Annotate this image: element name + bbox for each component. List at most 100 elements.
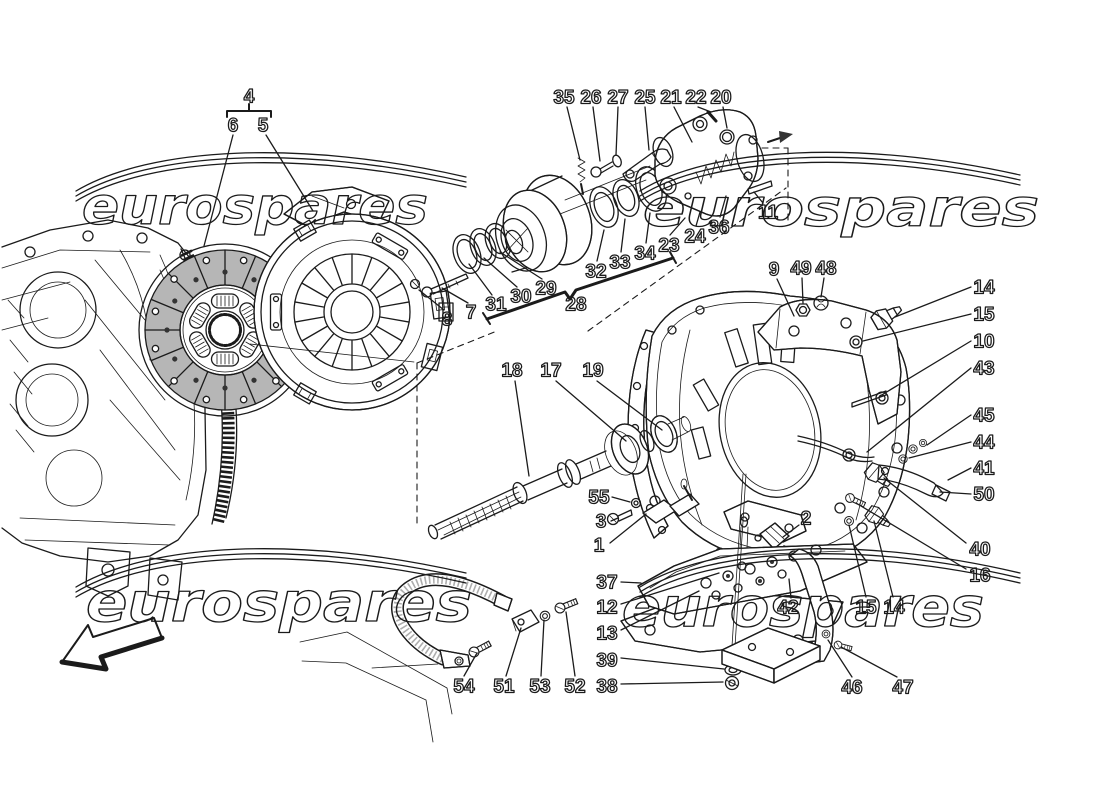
part-callout-32-17[interactable]: 32: [585, 261, 607, 283]
leader-line-6-1: [203, 134, 234, 247]
part-callout-29-15[interactable]: 29: [535, 278, 557, 300]
leader-line-15-27: [862, 313, 972, 342]
leader-line-34-19: [645, 212, 651, 244]
leader-line-40-34: [883, 477, 967, 544]
part-callout-37-43[interactable]: 37: [596, 572, 618, 594]
leader-line-37-43: [620, 581, 642, 584]
leader-line-12-44: [620, 572, 720, 605]
part-callout-15-49[interactable]: 15: [855, 597, 878, 619]
leader-line-22-8: [697, 106, 712, 113]
stud-10: [851, 390, 887, 408]
leader-line-10-28: [879, 340, 972, 397]
part-callout-42-48[interactable]: 42: [777, 597, 799, 619]
part-callout-12-44[interactable]: 12: [596, 597, 618, 619]
leader-line-23-20: [669, 217, 686, 236]
leader-line-46-51: [827, 639, 853, 678]
part-callout-23-20[interactable]: 23: [658, 235, 680, 257]
leader-line-11-10: [753, 191, 764, 204]
part-callout-51-54[interactable]: 51: [493, 676, 516, 698]
part-callout-20-9[interactable]: 20: [710, 87, 732, 109]
part-callout-30-14[interactable]: 30: [510, 286, 532, 308]
part-callout-7-12[interactable]: 7: [465, 302, 477, 324]
part-callout-18-36[interactable]: 18: [501, 360, 523, 382]
piston-spring: [695, 151, 735, 185]
part-callout-40-34[interactable]: 40: [969, 539, 991, 561]
part-callout-47-52[interactable]: 47: [892, 677, 914, 699]
part-callout-16-35[interactable]: 16: [969, 565, 991, 587]
part-callout-44-31[interactable]: 44: [973, 432, 996, 454]
watermark-text: eurospares: [86, 571, 472, 634]
part-callout-21-7[interactable]: 21: [660, 87, 683, 109]
part-callout-9-23[interactable]: 9: [768, 259, 780, 281]
part-callout-35-3[interactable]: 35: [553, 87, 576, 109]
leader-line-49-24: [801, 277, 804, 304]
watermark-text: eurospares: [82, 177, 428, 237]
part-callout-27-5[interactable]: 27: [607, 87, 629, 109]
part-callout-38-47[interactable]: 38: [596, 676, 618, 698]
clutch-slave-cylinder: [577, 109, 765, 217]
part-callout-34-19[interactable]: 34: [634, 243, 657, 265]
part-callout-54-53[interactable]: 54: [453, 676, 476, 698]
part-callout-48-25[interactable]: 48: [815, 258, 837, 280]
leader-line-44-31: [908, 441, 972, 459]
part-callout-43-29[interactable]: 43: [973, 358, 995, 380]
leader-line-48-25: [820, 277, 825, 298]
part-callout-14-50[interactable]: 14: [883, 597, 906, 619]
part-callout-5-2[interactable]: 5: [257, 115, 269, 137]
part-callout-13-45[interactable]: 13: [596, 623, 618, 645]
leader-line-29-15: [499, 251, 543, 280]
leader-line-14-50: [873, 520, 894, 598]
leader-line-50-33: [939, 491, 972, 495]
watermark-text: eurospares: [622, 576, 984, 639]
pushrod-bolt: [409, 273, 469, 298]
gearbox-gasket: [627, 329, 669, 539]
leader-line-33-18: [620, 218, 626, 253]
leader-line-51-54: [505, 627, 522, 677]
part-callout-6-1[interactable]: 6: [227, 115, 239, 137]
part-callout-36-22[interactable]: 36: [708, 217, 730, 239]
part-callout-14-26[interactable]: 14: [973, 277, 996, 299]
part-callout-19-38[interactable]: 19: [582, 360, 604, 382]
leader-line-41-32: [947, 467, 972, 481]
part-callout-52-56[interactable]: 52: [564, 676, 586, 698]
part-callout-4-0[interactable]: 4: [243, 86, 255, 108]
leader-line-18-36: [514, 380, 530, 477]
part-callout-8-11[interactable]: 8: [441, 309, 453, 331]
leader-line-26-4: [592, 106, 601, 162]
part-callout-46-51[interactable]: 46: [841, 677, 863, 699]
part-callout-55-39[interactable]: 55: [588, 487, 611, 509]
part-callout-39-46[interactable]: 39: [596, 650, 618, 672]
part-callout-11-10[interactable]: 11: [757, 202, 779, 224]
part-callout-41-32[interactable]: 41: [973, 458, 996, 480]
leader-line-3-40: [610, 517, 619, 522]
part-callout-2-42[interactable]: 2: [800, 508, 812, 530]
part-callout-28-16[interactable]: 28: [565, 294, 587, 316]
part-callout-10-28[interactable]: 10: [973, 331, 995, 353]
part-callout-25-6[interactable]: 25: [634, 87, 657, 109]
leader-line-32-17: [596, 229, 605, 262]
leader-line-21-7: [673, 106, 693, 143]
leader-line-47-52: [840, 646, 898, 678]
part-callout-45-30[interactable]: 45: [973, 405, 996, 427]
dashed-boundary: [249, 147, 789, 528]
part-callout-15-27[interactable]: 15: [973, 304, 996, 326]
part-callout-50-33[interactable]: 50: [973, 484, 995, 506]
leader-line-45-30: [926, 414, 972, 446]
part-callout-53-55[interactable]: 53: [529, 676, 551, 698]
part-callout-3-40[interactable]: 3: [595, 511, 607, 533]
watermark-swoosh: [75, 151, 1021, 598]
part-callout-26-4[interactable]: 26: [580, 87, 602, 109]
part-callout-22-8[interactable]: 22: [685, 87, 707, 109]
gearbox-housing: [645, 290, 911, 567]
part-callout-1-41[interactable]: 1: [593, 535, 605, 557]
leader-line-36-22: [719, 195, 727, 218]
part-callout-31-13[interactable]: 31: [485, 294, 508, 316]
part-callout-33-18[interactable]: 33: [609, 252, 631, 274]
part-callout-24-21[interactable]: 24: [684, 226, 707, 248]
part-callout-49-24[interactable]: 49: [790, 258, 812, 280]
part-callout-17-37[interactable]: 17: [540, 360, 562, 382]
leader-line-20-9: [722, 106, 728, 129]
